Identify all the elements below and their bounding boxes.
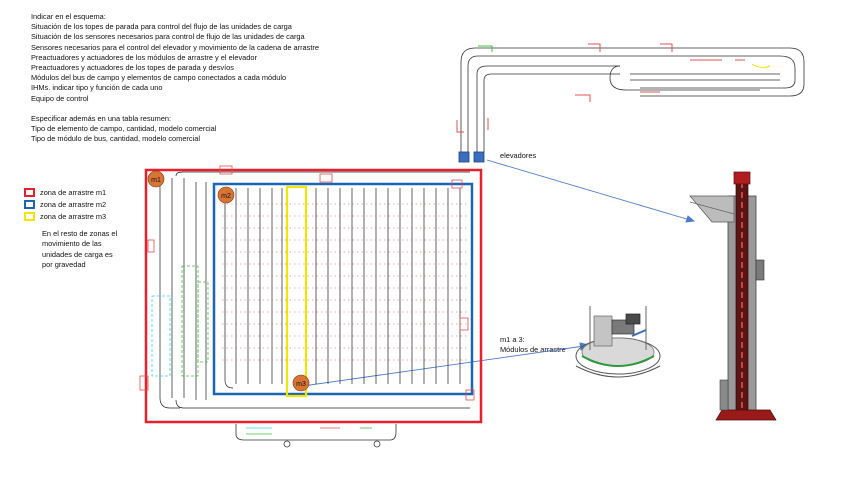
upper-conveyor xyxy=(460,47,805,152)
legend-label: zona de arrastre m1 xyxy=(40,187,107,197)
instruction-line: Preactuadores y actuadores de los módulo… xyxy=(31,52,257,62)
lane-sensors xyxy=(222,203,468,361)
legend-item-m1: zona de arrastre m1 xyxy=(24,186,106,198)
drag-module-illustration xyxy=(575,306,661,378)
instruction-line: Situación de los topes de parada para co… xyxy=(31,22,292,32)
instructions-block: Indicar en el esquema: Situación de los … xyxy=(31,12,319,144)
bottom-conveyor xyxy=(235,424,397,448)
instruction-line: Equipo de control xyxy=(31,93,89,103)
summary-line: Tipo de módulo de bus, cantidad, modelo … xyxy=(31,134,200,144)
instruction-line: Módulos del bus de campo y elementos de … xyxy=(31,73,287,83)
legend-note: En el resto de zonas el movimiento de la… xyxy=(42,229,118,270)
legend-label: zona de arrastre m3 xyxy=(40,211,107,221)
legend: zona de arrastre m1 zona de arrastre m2 … xyxy=(24,186,106,222)
instruction-line: Indicar en el esquema: xyxy=(31,12,106,21)
modules-label-line2: Módulos de arrastre xyxy=(500,345,566,354)
marker-m1-label: m1 xyxy=(151,177,161,184)
zone-m1-frame xyxy=(144,168,483,424)
legend-item-m2: zona de arrastre m2 xyxy=(24,198,106,210)
modules-label-line1: m1 a 3: xyxy=(500,335,525,344)
blue-swatch-icon xyxy=(24,199,35,209)
instruction-line: Sensores necesarios para el control del … xyxy=(31,42,319,52)
elevator-right-icon xyxy=(473,151,485,163)
zone-m3-frame xyxy=(285,185,308,398)
storage-lanes xyxy=(159,171,470,409)
stopper-marks xyxy=(139,165,475,401)
callout-arrows xyxy=(302,159,696,387)
instruction-line: IHMs. indicar tipo y función de cada uno xyxy=(31,83,163,93)
elevators-label: elevadores xyxy=(500,151,537,160)
summary-line: Especificar además en una tabla resumen: xyxy=(31,113,172,123)
marker-m1: m1 xyxy=(147,170,165,188)
summary-line: Tipo de elemento de campo, cantidad, mod… xyxy=(31,124,217,134)
left-lane-elements xyxy=(151,265,209,377)
elevator-left-icon xyxy=(458,151,470,163)
legend-item-m3: zona de arrastre m3 xyxy=(24,210,106,222)
zone-m2-frame xyxy=(212,182,474,396)
red-swatch-icon xyxy=(24,187,35,197)
marker-m3: m3 xyxy=(292,374,310,392)
elevator-tower-illustration xyxy=(689,171,777,421)
marker-m3-label: m3 xyxy=(296,381,306,388)
yellow-swatch-icon xyxy=(24,211,35,221)
legend-label: zona de arrastre m2 xyxy=(40,199,107,209)
instruction-line: Preactuadores y actuadores de los topes … xyxy=(31,63,234,73)
upper-conveyor-accents xyxy=(456,43,771,133)
marker-m2-label: m2 xyxy=(221,193,231,200)
marker-m2: m2 xyxy=(217,186,235,204)
instruction-line: Situación de los sensores necesarios par… xyxy=(31,32,305,42)
